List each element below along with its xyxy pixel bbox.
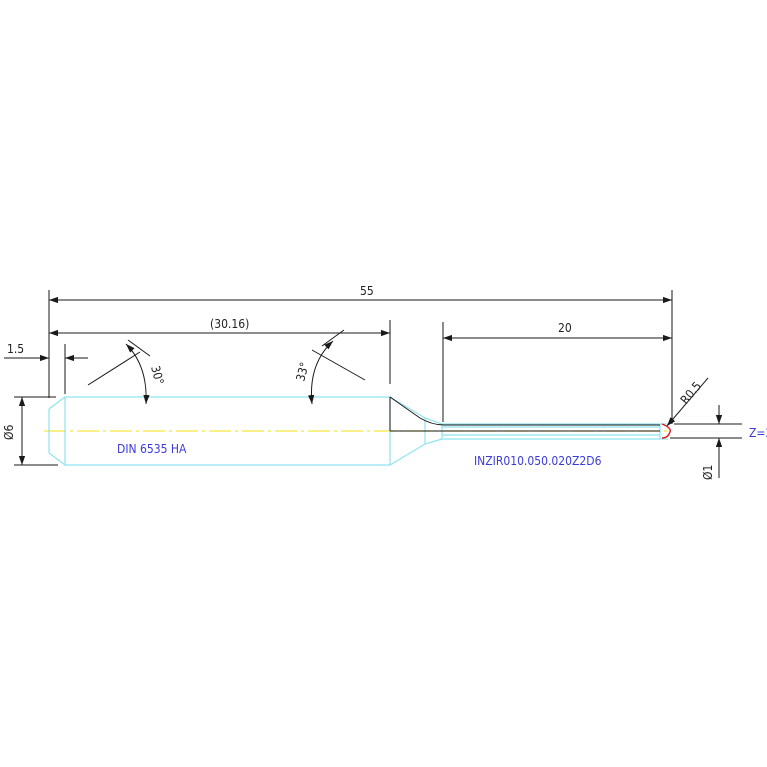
tip-radius-arc	[661, 423, 672, 439]
shank-standard-note: DIN 6535 HA	[117, 442, 187, 456]
shank-angle-label: 30°	[148, 364, 166, 386]
neck-length-dimension	[442, 322, 672, 422]
shank-angle-dimension	[87, 339, 151, 405]
chamfer-dimension	[4, 344, 88, 394]
taper-angle-label: 33°	[293, 361, 311, 383]
shank-length-dimension	[49, 320, 391, 384]
neck-length-label: 20	[558, 321, 572, 335]
tip-diameter-label: Ø1	[701, 465, 715, 480]
flute-count-note: Z=2	[749, 426, 767, 440]
part-number-note: INZIR010.050.020Z2D6	[474, 454, 602, 468]
shank-diameter-label: Ø6	[2, 425, 16, 440]
chamfer-label: 1.5	[7, 342, 24, 356]
overall-length-dimension	[48, 290, 673, 424]
taper-profile	[389, 396, 660, 432]
tip-diameter-dimension	[670, 405, 742, 478]
taper-angle-dimension	[307, 329, 366, 405]
tip-radius-label: R0.5	[678, 379, 705, 407]
tip-radius-dimension	[666, 377, 709, 427]
shank-diameter-dimension	[14, 396, 58, 466]
shank-length-label: (30.16)	[210, 317, 249, 331]
overall-length-label: 55	[360, 284, 374, 298]
